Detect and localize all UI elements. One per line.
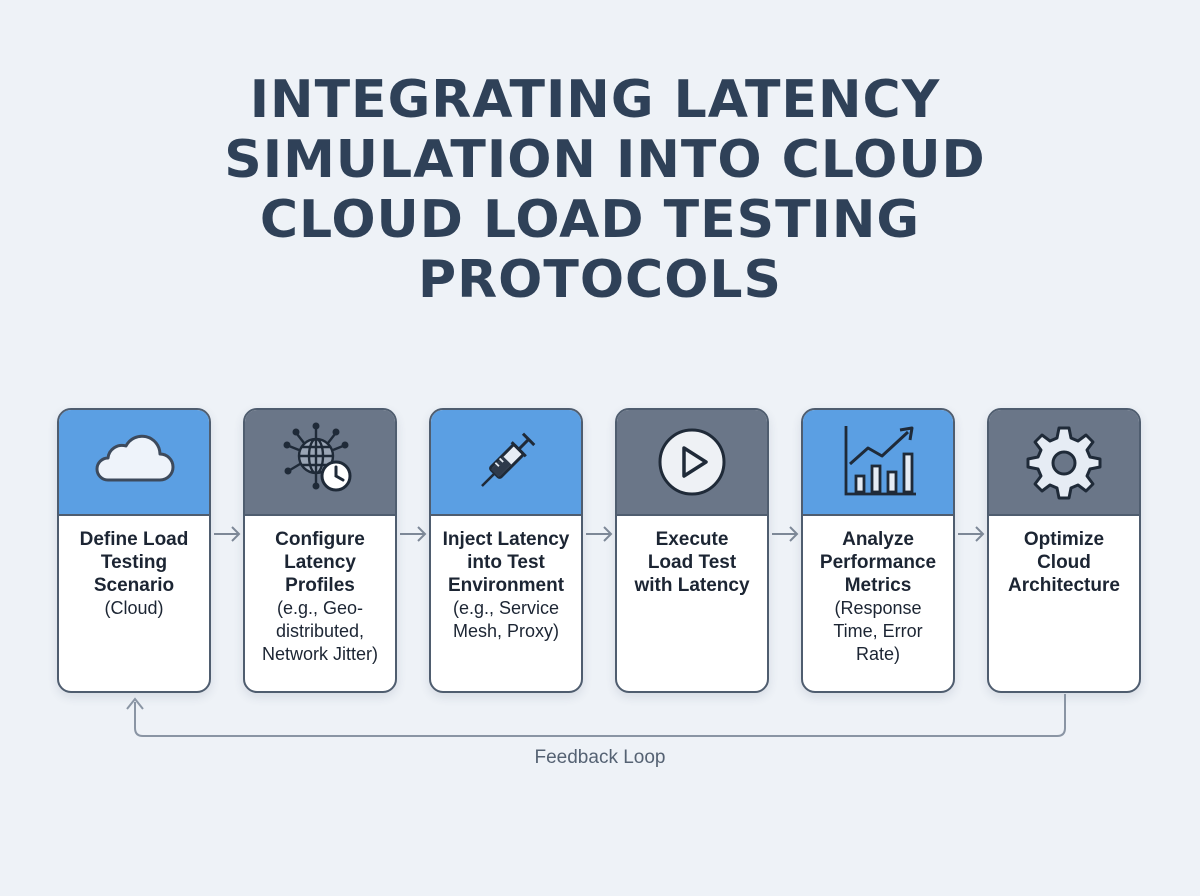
step-header bbox=[245, 410, 395, 516]
step-subtitle-line: Rate) bbox=[855, 644, 900, 664]
page-title: INTEGRATING LATENCY SIMULATION INTO CLOU… bbox=[0, 70, 1200, 310]
step-header bbox=[59, 410, 209, 516]
right-arrow-icon bbox=[586, 526, 613, 542]
right-arrow-icon bbox=[958, 526, 985, 542]
step-card-define-load-testing: Define Load Testing Scenario (Cloud) bbox=[57, 408, 211, 693]
step-subtitle-line: Network Jitter) bbox=[261, 644, 378, 664]
step-text: Inject Latency into Test Environment (e.… bbox=[431, 516, 581, 643]
step-title-line: Analyze bbox=[842, 529, 914, 550]
step-text: Define Load Testing Scenario (Cloud) bbox=[59, 516, 209, 620]
step-title-line: Configure bbox=[275, 529, 365, 550]
gear-icon bbox=[1026, 426, 1102, 500]
feedback-loop-label: Feedback Loop bbox=[534, 747, 666, 768]
step-header bbox=[989, 410, 1139, 516]
right-arrow-icon bbox=[214, 526, 241, 542]
step-subtitle-line: Time, Error bbox=[833, 621, 923, 641]
play-icon bbox=[658, 428, 726, 496]
step-card-inject-latency: Inject Latency into Test Environment (e.… bbox=[429, 408, 583, 693]
step-title-line: Load Test bbox=[647, 552, 737, 573]
step-text: Configure Latency Profiles (e.g., Geo- d… bbox=[245, 516, 395, 666]
step-title-line: Scenario bbox=[93, 575, 175, 596]
globe-clock-icon bbox=[283, 422, 352, 492]
step-subtitle-line: (e.g., Geo- bbox=[276, 598, 364, 618]
step-title-line: Inject Latency bbox=[442, 529, 570, 550]
step-header bbox=[431, 410, 581, 516]
step-title-line: Latency bbox=[284, 552, 356, 573]
step-text: Analyze Performance Metrics (Response Ti… bbox=[803, 516, 953, 666]
step-header bbox=[803, 410, 953, 516]
step-title-line: Define Load bbox=[79, 529, 189, 550]
cloud-icon bbox=[95, 434, 175, 482]
step-subtitle-line: distributed, bbox=[275, 621, 365, 641]
step-header bbox=[617, 410, 767, 516]
step-title-line: Performance bbox=[819, 552, 937, 573]
step-title-line: Optimize bbox=[1023, 529, 1105, 550]
step-title-line: with Latency bbox=[634, 575, 750, 596]
step-subtitle-line: Mesh, Proxy) bbox=[452, 621, 560, 641]
step-title-line: Environment bbox=[447, 575, 565, 596]
step-card-execute-load-test: Execute Load Test with Latency bbox=[615, 408, 769, 693]
step-subtitle-line: (e.g., Service bbox=[452, 598, 560, 618]
step-title-line: into Test bbox=[467, 552, 545, 573]
step-text: Execute Load Test with Latency bbox=[617, 516, 767, 597]
step-subtitle-line: (Response bbox=[834, 598, 922, 618]
right-arrow-icon bbox=[772, 526, 799, 542]
title-line-3: CLOUD LOAD TESTING bbox=[259, 190, 921, 250]
step-title-line: Profiles bbox=[285, 575, 355, 596]
step-card-optimize-architecture: Optimize Cloud Architecture bbox=[987, 408, 1141, 693]
syringe-icon bbox=[481, 432, 536, 487]
step-card-configure-latency-profiles: Configure Latency Profiles (e.g., Geo- d… bbox=[243, 408, 397, 693]
step-text: Optimize Cloud Architecture bbox=[989, 516, 1139, 597]
step-card-analyze-performance: Analyze Performance Metrics (Response Ti… bbox=[801, 408, 955, 693]
step-title-line: Architecture bbox=[1008, 575, 1120, 596]
step-title-line: Execute bbox=[655, 529, 729, 550]
right-arrow-icon bbox=[400, 526, 427, 542]
step-title-line: Metrics bbox=[844, 575, 912, 596]
bar-chart-trend-icon bbox=[844, 426, 916, 496]
step-subtitle-line: (Cloud) bbox=[104, 598, 164, 618]
title-line-2: SIMULATION INTO CLOUD bbox=[224, 130, 986, 190]
step-title-line: Cloud bbox=[1037, 552, 1091, 573]
title-line-1: INTEGRATING LATENCY bbox=[249, 70, 941, 130]
step-title-line: Testing bbox=[100, 552, 168, 573]
title-line-4: PROTOCOLS bbox=[418, 250, 782, 310]
